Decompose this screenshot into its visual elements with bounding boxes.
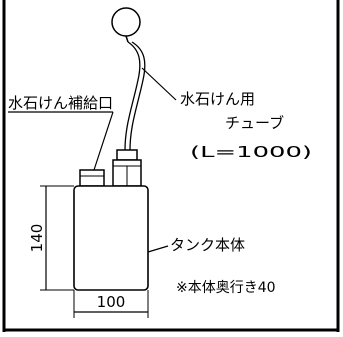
soap-tube-outer — [124, 41, 141, 151]
width-dimension-value: 100 — [97, 293, 126, 311]
refill-port-cap — [79, 169, 105, 187]
refill-port-leader — [93, 111, 114, 171]
tank-body-leader — [147, 245, 169, 253]
tube-label-line1: 水石けん用 — [180, 90, 255, 108]
depth-note: ※本体奥行き40 — [176, 279, 276, 296]
tank-body-label: タンク本体 — [170, 236, 245, 254]
tube-length-label: (L=1000) — [190, 143, 312, 161]
ball-stem — [125, 35, 129, 43]
tank-body — [73, 185, 149, 291]
tube-end-ball — [111, 7, 141, 37]
height-dimension-value: 140 — [28, 224, 46, 253]
tube-connector — [116, 149, 138, 161]
soap-tube-inner — [129, 41, 146, 151]
tube-label-line2: チューブ — [225, 114, 284, 132]
tube-leader — [141, 67, 177, 101]
refill-port-label: 水石けん補給口 — [8, 94, 113, 112]
